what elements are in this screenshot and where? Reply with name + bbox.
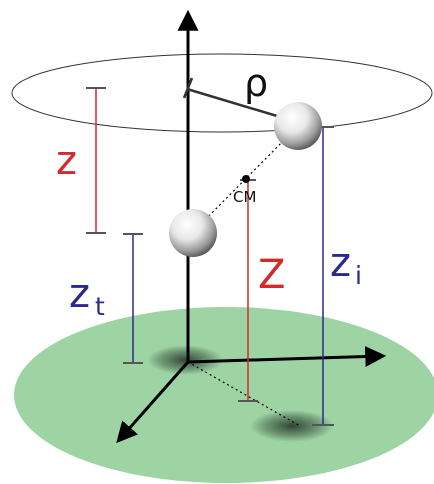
ground-projection-line xyxy=(187,361,301,427)
Z-label: Z xyxy=(258,252,285,298)
rho-tick-left xyxy=(182,77,194,99)
projectile-atom xyxy=(274,102,322,150)
z-interval-red xyxy=(86,87,106,234)
shadow-projectile xyxy=(250,410,334,442)
orbit-ring xyxy=(11,53,433,133)
center-of-mass-dot xyxy=(242,175,250,183)
target-atom xyxy=(169,209,217,257)
cm-label: CM xyxy=(233,188,256,206)
ground-plane xyxy=(14,307,434,483)
x-axis xyxy=(187,346,387,368)
zi-label-sub: i xyxy=(355,261,362,290)
y-axis xyxy=(116,361,190,444)
z-label: z xyxy=(56,138,77,184)
zt-label-sub: t xyxy=(95,292,105,321)
zt-label-main: z xyxy=(69,271,90,317)
zt-interval-blue xyxy=(123,233,143,364)
shadow-target xyxy=(147,345,223,375)
rho-label: ρ xyxy=(244,61,268,105)
zi-label-main: z xyxy=(330,240,351,286)
